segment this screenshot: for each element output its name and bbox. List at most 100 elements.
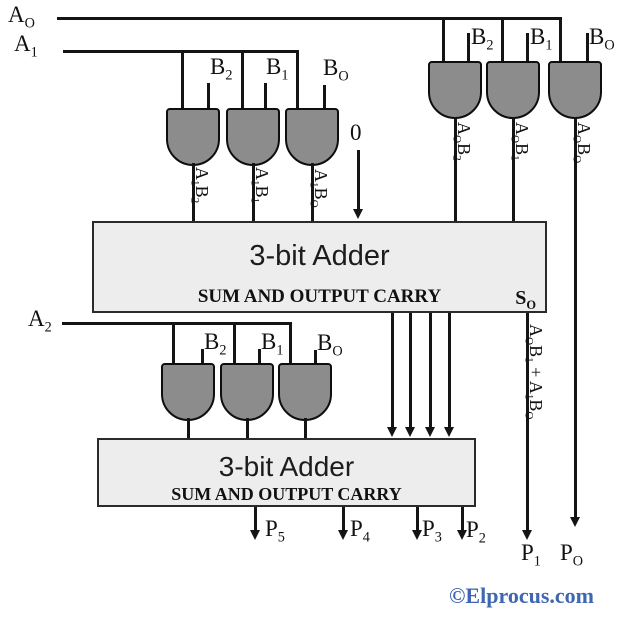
label-part: B — [192, 185, 212, 198]
label-part: P — [265, 516, 278, 541]
label-part: B — [266, 54, 282, 79]
wire-a2b1-out — [246, 418, 249, 440]
label-part: A — [574, 122, 594, 135]
wire-adder1-out-2 — [409, 313, 412, 429]
b2-label-row1: B2 — [210, 54, 232, 84]
label-sub: 1 — [248, 197, 261, 204]
label-part: B — [210, 54, 226, 79]
label-part: B — [589, 24, 605, 49]
label-sub: 1 — [533, 553, 541, 570]
arrowhead-adder1-out-4 — [444, 427, 454, 437]
label-sub: 1 — [276, 342, 284, 359]
wire-s0-to-p1 — [526, 313, 529, 532]
product-label-a1b1: A1B1 — [248, 167, 272, 204]
wire-a2-branch-1 — [172, 322, 175, 365]
input-label-a2: A2 — [28, 306, 52, 336]
wire-b0-stub-row2 — [314, 350, 317, 365]
and-gate-a1b1 — [226, 108, 280, 166]
and-gate-a1b2 — [166, 108, 220, 166]
wire-p5-out — [254, 507, 257, 532]
label-part: P — [560, 540, 573, 565]
and-gate-a2b1 — [220, 363, 274, 421]
wire-p4-out — [342, 507, 345, 532]
label-sub: O — [604, 37, 615, 54]
label-sub: O — [572, 553, 584, 570]
wire-adder1-out-4 — [448, 313, 451, 429]
label-sub: O — [332, 343, 343, 360]
label-sub: O — [24, 15, 35, 32]
label-sub: O — [522, 411, 535, 420]
and-gate-a2b0 — [278, 363, 332, 421]
label-sub: O — [508, 135, 521, 144]
and-gate-a0b2 — [428, 61, 482, 119]
label-part: A — [192, 167, 212, 180]
arrowhead-adder1-out-2 — [405, 427, 415, 437]
label-part: B — [526, 345, 546, 358]
label-part: B — [574, 143, 594, 156]
label-part: A — [526, 324, 546, 337]
label-part: + — [526, 362, 546, 381]
carry-in-zero-label: 0 — [350, 120, 362, 145]
label-sub: 2 — [188, 197, 201, 204]
label-part: B — [317, 330, 333, 355]
label-part: S — [515, 287, 527, 309]
b1-label-row1: B1 — [266, 54, 288, 84]
wire-a2b2-out — [187, 418, 190, 440]
label-part: B — [454, 143, 474, 156]
wire-a2b0-out — [304, 418, 307, 440]
arrowhead-p1 — [522, 530, 532, 540]
label-part: B — [252, 185, 272, 198]
wire-adder1-out-1 — [391, 313, 394, 429]
label-sub: O — [570, 135, 583, 144]
label-part: A — [311, 169, 331, 182]
output-label-p4: P4 — [350, 517, 370, 545]
label-part: A — [512, 122, 532, 135]
label-part: P — [350, 516, 363, 541]
wire-a0-bus — [57, 17, 562, 20]
arrowhead-p3 — [412, 530, 422, 540]
adder2-subtitle: SUM AND OUTPUT CARRY — [171, 484, 402, 504]
b1-label-row2: B1 — [261, 329, 283, 359]
output-label-p3: P3 — [422, 517, 442, 545]
wire-zero-in — [357, 150, 360, 212]
adder1-title: 3-bit Adder — [249, 240, 390, 272]
arrowhead-p4 — [338, 530, 348, 540]
label-part: A — [28, 306, 45, 331]
label-sub: 5 — [277, 529, 285, 546]
label-part: B — [526, 399, 546, 412]
output-label-p2: P2 — [466, 518, 486, 546]
label-part: A — [526, 380, 546, 394]
label-part: B — [530, 24, 546, 49]
wire-b2-stub-row2 — [201, 349, 204, 365]
and-gate-a1b0 — [285, 108, 339, 166]
product-label-a0b0: AOBO — [570, 122, 594, 163]
label-part: A — [454, 122, 474, 135]
wire-a1-branch-3 — [296, 50, 299, 110]
sum-expression-label: AOB1 + A1BO — [522, 324, 546, 420]
wire-a1b1-out — [252, 163, 255, 223]
label-sub: 2 — [478, 530, 486, 547]
wire-adder1-out-3 — [429, 313, 432, 429]
wire-a0-branch-3 — [559, 17, 562, 63]
label-sub: O — [522, 337, 535, 346]
product-label-a1b0: A1BO — [307, 169, 331, 208]
label-part: A — [14, 31, 31, 56]
wire-a0-branch-2 — [501, 17, 504, 63]
arrowhead-p0 — [570, 517, 580, 527]
wire-a1-branch-1 — [181, 50, 184, 110]
label-part: P — [422, 516, 435, 541]
and-gate-a0b1 — [486, 61, 540, 119]
label-sub: O — [307, 199, 320, 208]
label-sub: 4 — [362, 529, 370, 546]
output-label-p1: P1 — [521, 541, 541, 569]
wire-a1b2-out — [192, 163, 195, 223]
wire-a0b2-out — [454, 117, 457, 223]
b2-label-row2: B2 — [204, 329, 226, 359]
arrowhead-adder1-out-1 — [387, 427, 397, 437]
arrowhead-p5 — [250, 530, 260, 540]
label-part: B — [512, 143, 532, 156]
label-sub: 1 — [545, 37, 553, 54]
wire-b0-stub-row1 — [323, 85, 326, 109]
and-gate-a0b0 — [548, 61, 602, 119]
